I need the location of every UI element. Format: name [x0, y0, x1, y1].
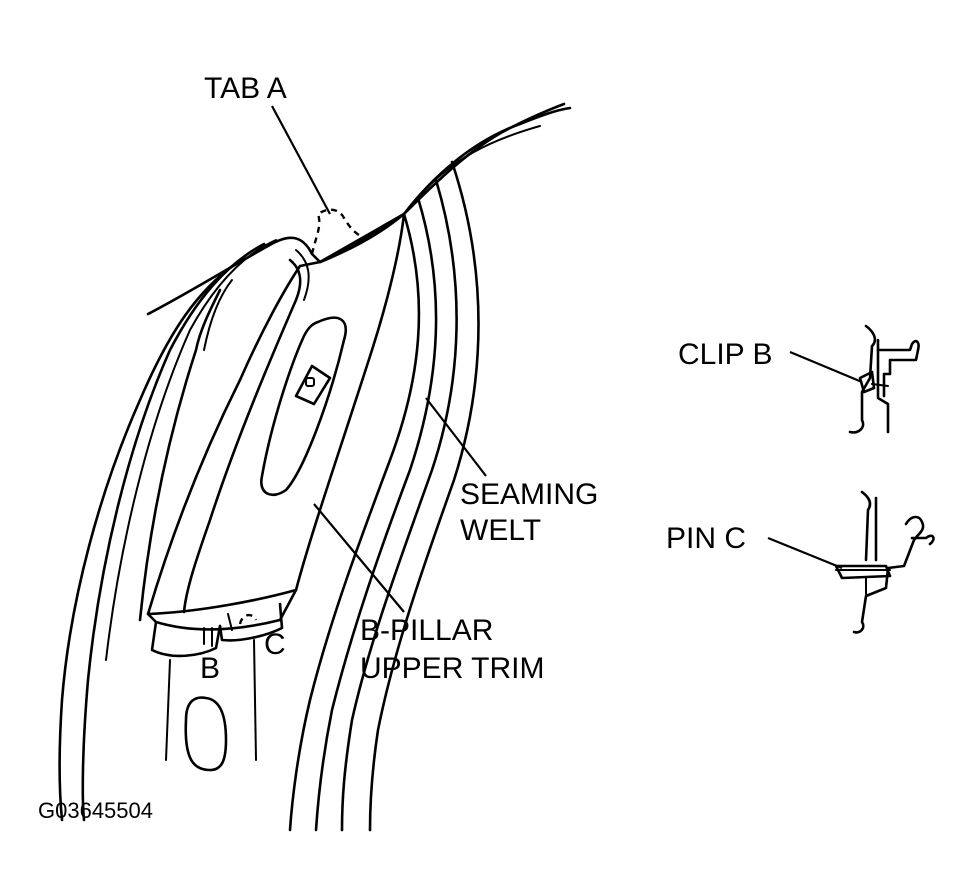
pin-c-detail — [834, 490, 935, 634]
leader-lines — [271, 105, 863, 613]
marker-c-label: C — [264, 628, 286, 661]
seaming-welt-label-line2: WELT — [460, 514, 541, 547]
b-pillar-label-line2: UPPER TRIM — [360, 652, 544, 685]
pin-c-leader — [767, 536, 843, 570]
pin-c-dashed-marker — [238, 613, 258, 625]
marker-b-label: B — [200, 652, 220, 685]
b-pillar-label-line1: B-PILLAR — [360, 614, 493, 647]
tab-a-dashed-outline — [310, 208, 375, 255]
clip-b-detail — [848, 324, 920, 434]
body-structure-outline — [58, 102, 572, 832]
b-pillar-leader — [313, 503, 405, 613]
clip-b-label: CLIP B — [678, 338, 773, 371]
seaming-welt-leader — [425, 397, 487, 477]
tab-a-label: TAB A — [204, 72, 287, 105]
pin-c-label: PIN C — [666, 522, 746, 555]
clip-b-leader — [789, 350, 863, 384]
b-pillar-upper-trim-panel — [146, 212, 406, 658]
tab-a-leader — [271, 105, 331, 215]
figure-id: G03645504 — [38, 798, 153, 823]
seaming-welt-label-line1: SEAMING — [460, 478, 598, 511]
